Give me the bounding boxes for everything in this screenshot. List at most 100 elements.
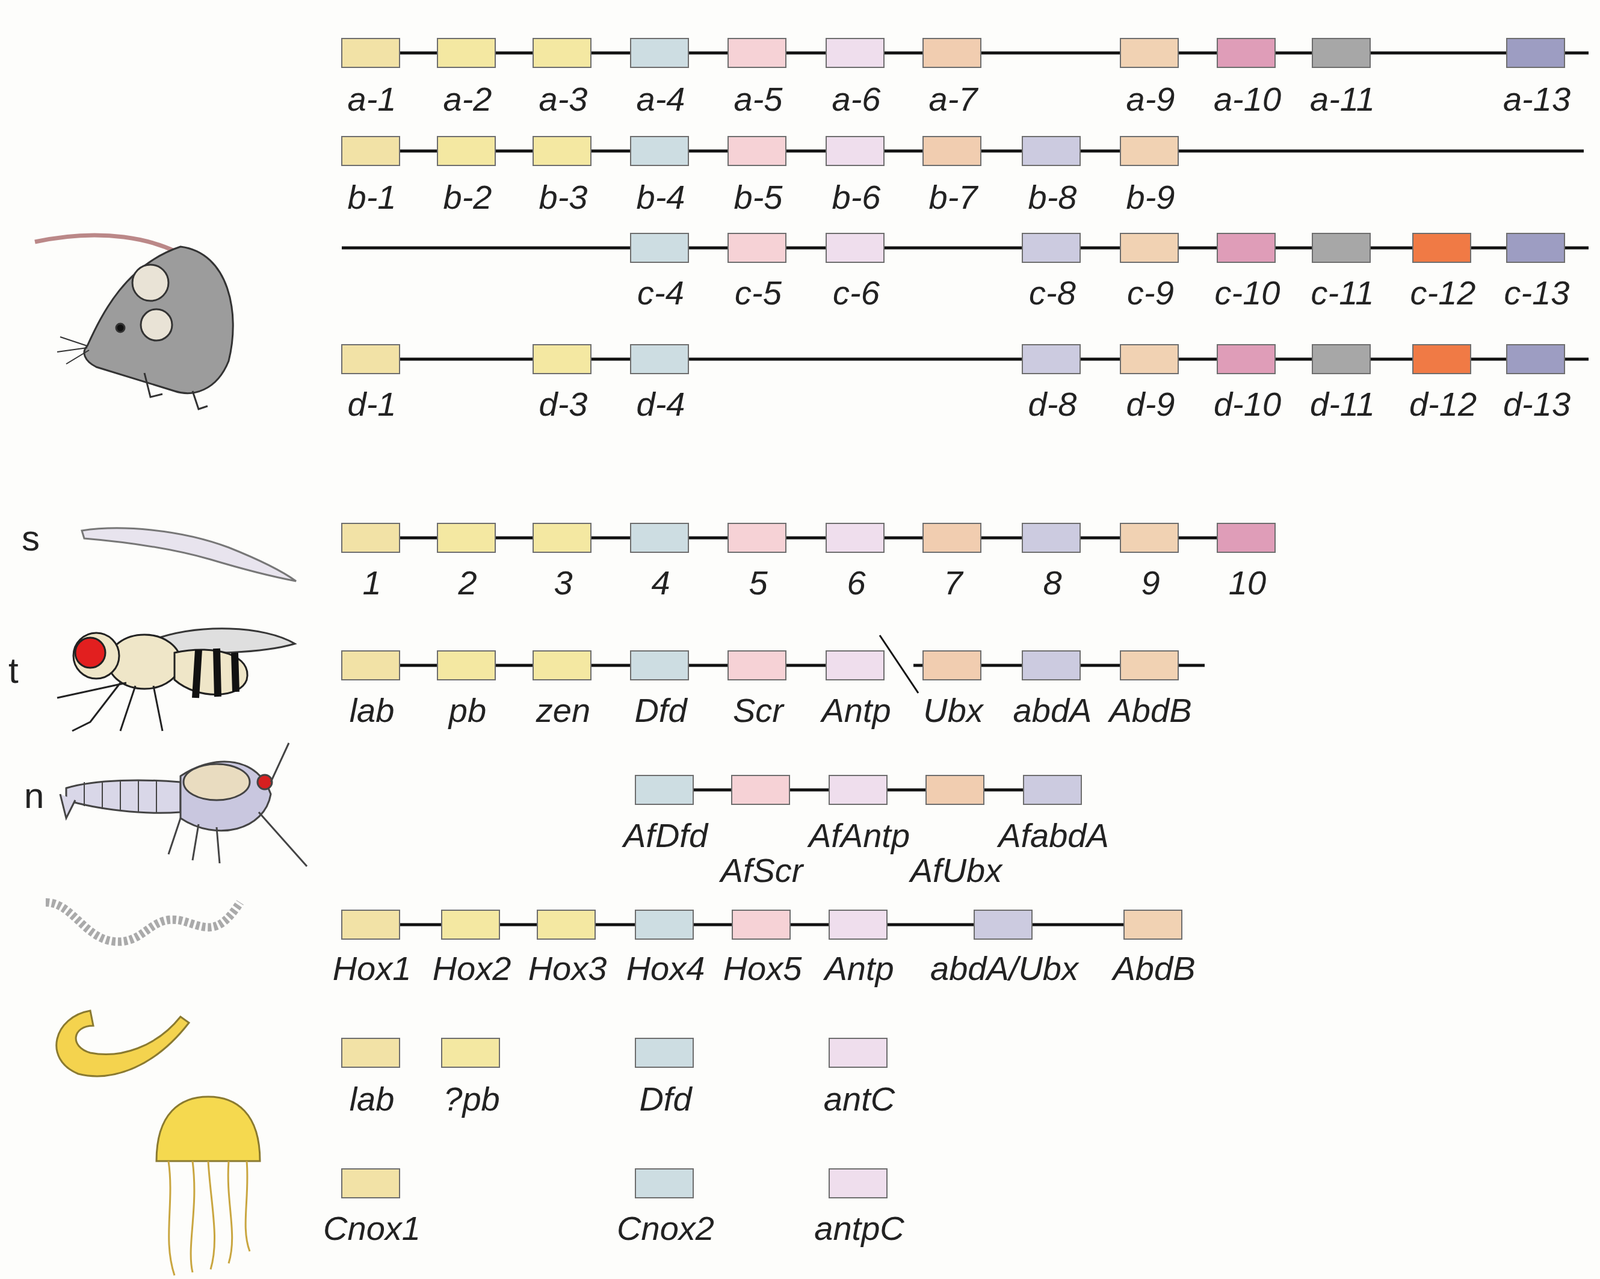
gene-label: d-9 [1126,385,1176,424]
gene-label: d-4 [636,385,686,424]
gene-label: b-5 [734,178,783,217]
gene-label: Antp [824,950,894,988]
fly-drawing [57,628,295,732]
gene-box: d-11 [1311,344,1371,375]
gene-label: Ubx [923,691,984,730]
gene-label: Scr [732,691,784,730]
gene-box: b-8 [1021,135,1081,167]
gene-label: Hox2 [432,950,512,988]
gene-label: a-6 [832,80,881,118]
gene-label: c-11 [1311,274,1375,312]
gene-box: AfUbx [925,775,985,806]
gene-label: antC [823,1080,895,1119]
gene-box: Cnox2 [634,1168,694,1199]
gene-label: d-10 [1213,385,1282,424]
gene-label: 5 [748,564,768,602]
gene-box: 3 [532,522,592,553]
gene-label: a-4 [636,80,686,118]
gene-box: Hox4 [634,909,694,940]
gene-box: Dfd [630,650,689,681]
gene-label: lab [349,1080,395,1119]
chromosome-lines [341,52,1589,925]
gene-box: d-8 [1021,344,1081,375]
gene-label: d-13 [1503,385,1571,424]
gene-label: ?pb [443,1080,500,1119]
gene-box: d-1 [341,344,401,375]
nematode-drawing [81,528,297,582]
gene-label: b-3 [539,178,588,217]
gene-box: c-10 [1216,232,1276,263]
annelid-drawing [45,902,241,942]
gene-box: abdA/Ubx [973,909,1033,940]
gene-label: c-12 [1410,274,1477,312]
gene-label: 2 [457,564,477,602]
gene-box: c-13 [1506,232,1566,263]
gene-box: AfScr [731,775,791,806]
gene-box: a-7 [922,37,982,68]
gene-box: b-4 [630,135,689,167]
gene-box: c-4 [630,232,689,263]
gene-box: AfAntp [828,775,888,806]
gene-label: 6 [846,564,866,602]
gene-box: d-9 [1119,344,1179,375]
gene-box: b-3 [532,135,592,167]
gene-label: a-13 [1503,80,1571,118]
gene-box: 2 [436,522,496,553]
gene-label: Hox5 [723,950,803,988]
gene-box: d-10 [1216,344,1276,375]
gene-label: a-2 [443,80,493,118]
gene-label: a-1 [347,80,397,118]
gene-box: AfabdA [1022,775,1082,806]
gene-label: AbdB [1113,950,1196,988]
gene-label: Hox3 [528,950,608,988]
gene-label: b-9 [1126,178,1176,217]
gene-label: Dfd [634,691,687,730]
gene-box: lab [341,650,401,681]
gene-label: a-3 [539,80,588,118]
gene-label: Hox4 [626,950,706,988]
mouse-drawing [34,235,233,410]
gene-box: c-11 [1311,232,1371,263]
gene-box: zen [532,650,592,681]
gene-box: AbdB [1123,909,1183,940]
gene-label: 10 [1228,564,1267,602]
gene-label: d-1 [347,385,397,424]
gene-label: 7 [943,564,963,602]
gene-label: AfAntp [808,817,910,855]
gene-box: Dfd [634,1037,694,1069]
gene-box: 9 [1119,522,1179,553]
gene-label: c-5 [734,274,782,312]
gene-label: 9 [1140,564,1160,602]
gene-label: b-4 [636,178,686,217]
gene-label: Cnox1 [323,1210,421,1248]
gene-label: b-1 [347,178,397,217]
gene-label: d-11 [1309,385,1375,424]
gene-box: abdA [1021,650,1081,681]
gene-box: lab [341,1037,401,1069]
gene-label: d-12 [1409,385,1477,424]
gene-box: 1 [341,522,401,553]
gene-box: pb [436,650,496,681]
gene-box: c-6 [825,232,885,263]
gene-label: abdA/Ubx [930,950,1079,988]
gene-box: AfDfd [634,775,694,806]
gene-box: a-6 [825,37,885,68]
gene-label: a-7 [929,80,978,118]
gene-label: Antp [821,691,891,730]
jellyfish-drawing [156,1096,260,1276]
gene-label: c-9 [1127,274,1174,312]
gene-box: 8 [1021,522,1081,553]
gene-box: 4 [630,522,689,553]
gene-label: b-6 [832,178,881,217]
gene-label: c-10 [1214,274,1281,312]
gene-label: c-4 [637,274,685,312]
gene-box: Cnox1 [341,1168,401,1199]
species-label: t [8,651,19,691]
gene-label: AfDfd [623,817,708,855]
gene-box: b-6 [825,135,885,167]
gene-label: d-3 [539,385,588,424]
gene-box: Scr [727,650,787,681]
shrimp-drawing [60,743,307,867]
gene-box: d-13 [1506,344,1566,375]
